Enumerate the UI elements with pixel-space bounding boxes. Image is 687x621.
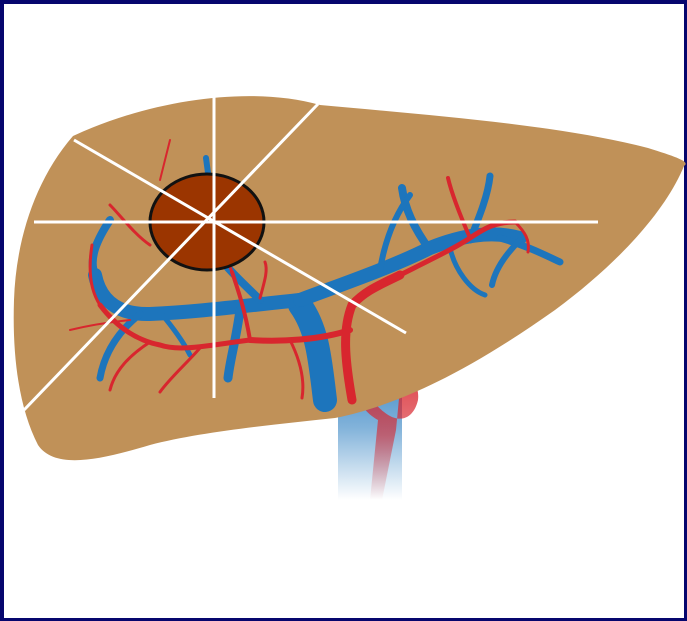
liver-diagram (0, 0, 687, 621)
diagram-frame (0, 0, 687, 621)
